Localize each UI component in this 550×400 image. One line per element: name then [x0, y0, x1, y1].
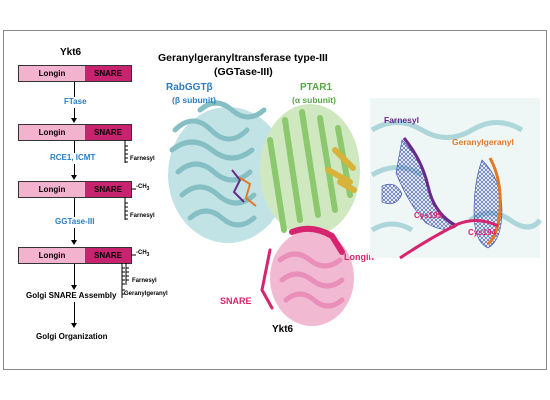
ykt6-domain-box-4: Longin SNARE: [18, 247, 132, 264]
inset-cys195-label: Cys195: [414, 211, 443, 220]
arrow-shaft-3b: [74, 228, 75, 240]
snare-domain: SNARE: [85, 248, 131, 263]
alpha-subunit-ribbon: [260, 104, 360, 236]
longin-domain: Longin: [19, 66, 85, 81]
snare-domain: SNARE: [85, 125, 131, 140]
inset-geranylgeranyl-label: Geranylgeranyl: [452, 137, 514, 147]
inset-cys194-label: Cys194: [468, 228, 497, 237]
arrow-shaft-3: [74, 198, 75, 218]
snare-structure-label: SNARE: [220, 296, 252, 306]
longin-domain: Longin: [19, 182, 85, 197]
arrow-head-2: [71, 175, 77, 180]
alpha-subunit-name: PTAR1: [300, 82, 333, 93]
ykt6-domain-box-1: Longin SNARE: [18, 65, 132, 82]
arrow-head-5: [71, 323, 77, 328]
enzyme-label-ftase: FTase: [63, 97, 88, 106]
methyl-text: -CH: [136, 184, 147, 190]
ykt6-domain-box-2: Longin SNARE: [18, 124, 132, 141]
arrow-head-3: [71, 240, 77, 245]
snare-domain: SNARE: [85, 182, 131, 197]
beta-subunit-caption: (β subunit): [172, 95, 216, 105]
arrow-shaft-5: [74, 302, 75, 323]
methyl-label-box4: -CH3: [136, 250, 149, 258]
outcome-golgi-organization: Golgi Organization: [36, 332, 108, 341]
figure-title: Geranylgeranyltransferase type-III: [158, 52, 328, 64]
methyl-subscript: 3: [146, 252, 150, 259]
enzyme-label-ggtase-iii: GGTase-III: [54, 217, 96, 226]
geranylgeranyl-label-box4: Geranylgeranyl: [124, 291, 168, 297]
yellow-helices: [325, 147, 357, 193]
methyl-text: -CH: [136, 250, 147, 256]
enzyme-label-rce1-icmt: RCE1, ICMT: [49, 153, 97, 162]
arrow-shaft-2b: [74, 164, 75, 175]
inset-farnesyl-label: Farnesyl: [384, 115, 419, 125]
arrow-head-4: [71, 285, 77, 290]
longin-structure-label: Longin: [344, 252, 374, 262]
beta-subunit-name: RabGGTβ: [166, 82, 213, 93]
figure-subtitle: (GGTase-III): [214, 66, 273, 78]
arrow-shaft-1b: [74, 108, 75, 118]
extra-density: [381, 183, 403, 205]
methyl-label-box3: -CH3: [136, 184, 149, 192]
ykt6-ribbon: [260, 225, 354, 326]
longin-domain: Longin: [19, 248, 85, 263]
ykt6-domain-box-3: Longin SNARE: [18, 181, 132, 198]
pathway-header: Ykt6: [60, 47, 82, 58]
farnesyl-label-box3: Farnesyl: [130, 213, 155, 219]
farnesyl-label-box4: Farnesyl: [132, 278, 157, 284]
farnesyl-label-box2: Farnesyl: [130, 156, 155, 162]
alpha-subunit-caption: (α subunit): [292, 95, 336, 105]
arrow-shaft-2: [74, 141, 75, 153]
outcome-golgi-snare-assembly: Golgi SNARE Assembly: [26, 291, 117, 300]
methyl-subscript: 3: [146, 186, 150, 193]
ligand-sticks: [231, 169, 257, 207]
arrow-shaft-4: [74, 264, 75, 285]
arrow-head-1: [71, 118, 77, 123]
ykt6-structure-label: Ykt6: [272, 324, 294, 335]
longin-domain: Longin: [19, 125, 85, 140]
snare-domain: SNARE: [85, 66, 131, 81]
arrow-shaft-1: [74, 82, 75, 104]
